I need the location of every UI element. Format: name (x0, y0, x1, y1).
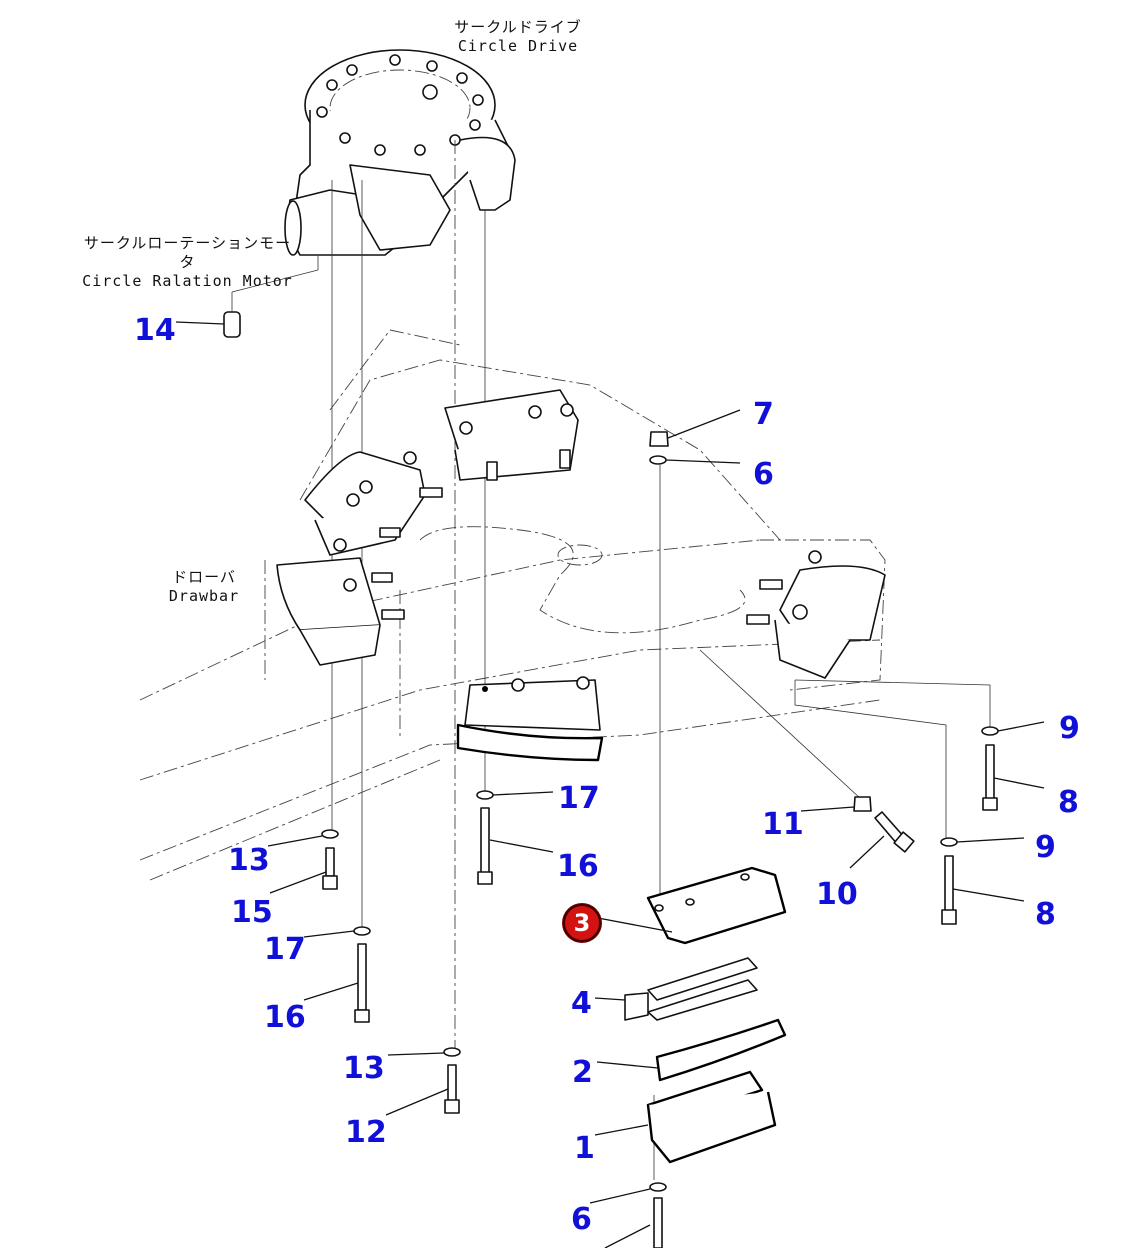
circle-rotation-motor-label: サークルローテーションモータ Circle Ralation Motor (80, 234, 295, 291)
callout-8[interactable]: 8 (1058, 785, 1079, 820)
circle-rotation-motor-label-jp: サークルローテーションモータ (83, 234, 292, 271)
circle-drive-assembly (284, 49, 516, 256)
callout-17[interactable]: 17 (558, 781, 600, 816)
leader-lines (175, 256, 1045, 1248)
callout-9[interactable]: 9 (1035, 830, 1056, 865)
guide-assembly-right (746, 550, 886, 679)
callout-8[interactable]: 8 (1035, 897, 1056, 932)
guide-assembly-center-lower (456, 676, 604, 762)
washer-9-lower (940, 837, 958, 847)
circle-drive-label-jp: サークルドライブ (454, 18, 582, 36)
washer-9-upper (981, 726, 999, 736)
callout-7[interactable]: 7 (753, 397, 774, 432)
hardware-parts (223, 311, 999, 1248)
callout-11[interactable]: 11 (762, 807, 804, 842)
callout-16[interactable]: 16 (557, 849, 599, 884)
bolt-8-lower (944, 855, 954, 912)
washer-17-lower (353, 926, 371, 936)
drawbar-label-en: Drawbar (168, 587, 240, 605)
callout-9[interactable]: 9 (1059, 711, 1080, 746)
drawbar-frame (139, 329, 886, 881)
bolt-16-upper (480, 807, 490, 874)
shim-4 (624, 957, 758, 1021)
bolt-12 (447, 1064, 457, 1103)
nut-7 (649, 431, 669, 447)
callout-4[interactable]: 4 (571, 986, 592, 1021)
bolt-16-lower (357, 943, 367, 1011)
washer-17-upper (476, 790, 494, 800)
plate-3 (646, 866, 787, 945)
nut-11 (853, 796, 872, 812)
guide-assembly-left-lower (276, 538, 405, 666)
guide-1 (646, 1070, 777, 1164)
callout-13[interactable]: 13 (228, 843, 270, 878)
circle-rotation-motor-label-en: Circle Ralation Motor (82, 272, 293, 290)
callout-16[interactable]: 16 (264, 1000, 306, 1035)
callout-15[interactable]: 15 (231, 895, 273, 930)
circle-drive-label-en: Circle Drive (457, 37, 579, 55)
guide-assembly-center-upper (444, 389, 579, 481)
callout-6[interactable]: 6 (571, 1202, 592, 1237)
bolt-6-stem (653, 1197, 663, 1248)
circle-drive-label: サークルドライブ Circle Drive (452, 18, 584, 56)
wear-plate-2 (655, 1018, 787, 1082)
centerlines (331, 140, 991, 1180)
highlighted-callout-3[interactable]: 3 (563, 904, 601, 942)
flange-bolts (316, 54, 484, 156)
callout-12[interactable]: 12 (345, 1115, 387, 1150)
callout-14[interactable]: 14 (134, 313, 176, 348)
pin-14 (223, 311, 241, 338)
callout-17[interactable]: 17 (264, 932, 306, 967)
callout-13[interactable]: 13 (343, 1051, 385, 1086)
drawbar-label-jp: ドローバ (172, 568, 236, 586)
guide-assembly-left-upper (304, 451, 443, 556)
washer-13-upper (321, 829, 339, 839)
callout-2[interactable]: 2 (572, 1055, 593, 1090)
washer-13-lower (443, 1047, 461, 1057)
callout-10[interactable]: 10 (816, 877, 858, 912)
bolt-8-upper (985, 744, 995, 801)
bolt-15 (325, 847, 335, 877)
drawbar-label: ドローバ Drawbar (164, 568, 244, 606)
callout-1[interactable]: 1 (574, 1131, 595, 1166)
callout-6[interactable]: 6 (753, 457, 774, 492)
washer-6-top (649, 455, 667, 465)
washer-6-bottom (649, 1182, 667, 1192)
